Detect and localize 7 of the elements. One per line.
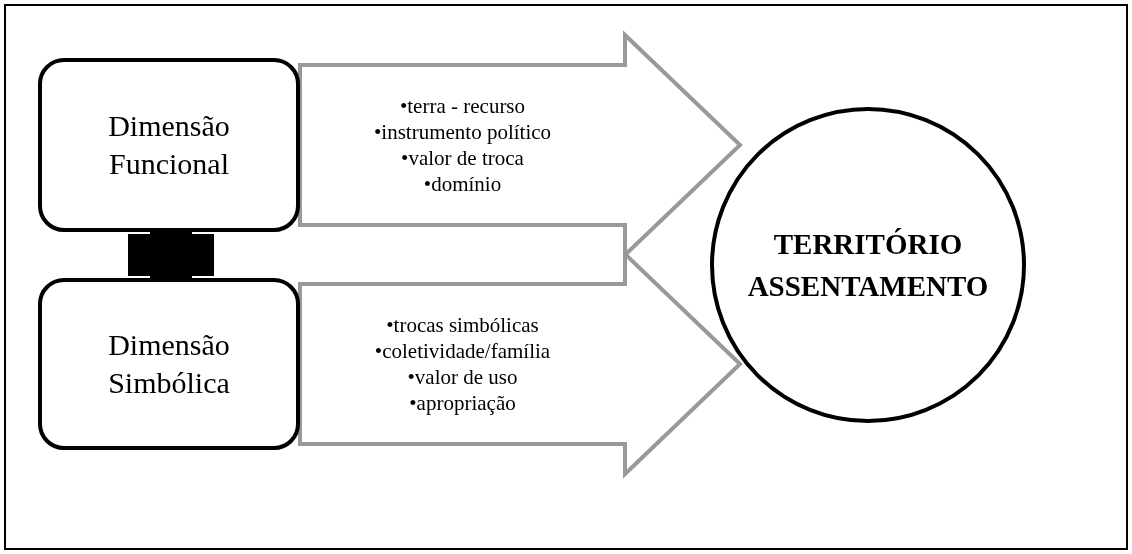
box-label: Dimensão Funcional — [107, 108, 231, 182]
circle-label: TERRITÓRIO ASSENTAMENTO — [746, 227, 990, 304]
edge-label: •trocas simbólicas •coletividade/família •valor de uso •apropriação — [373, 312, 552, 417]
rounded-box — [38, 58, 300, 232]
rounded-box — [38, 278, 300, 450]
box-label: Dimensão Simbólica — [107, 327, 231, 401]
edge-label: •terra - recurso •instrumento político •valor de troca •domínio — [372, 93, 553, 198]
